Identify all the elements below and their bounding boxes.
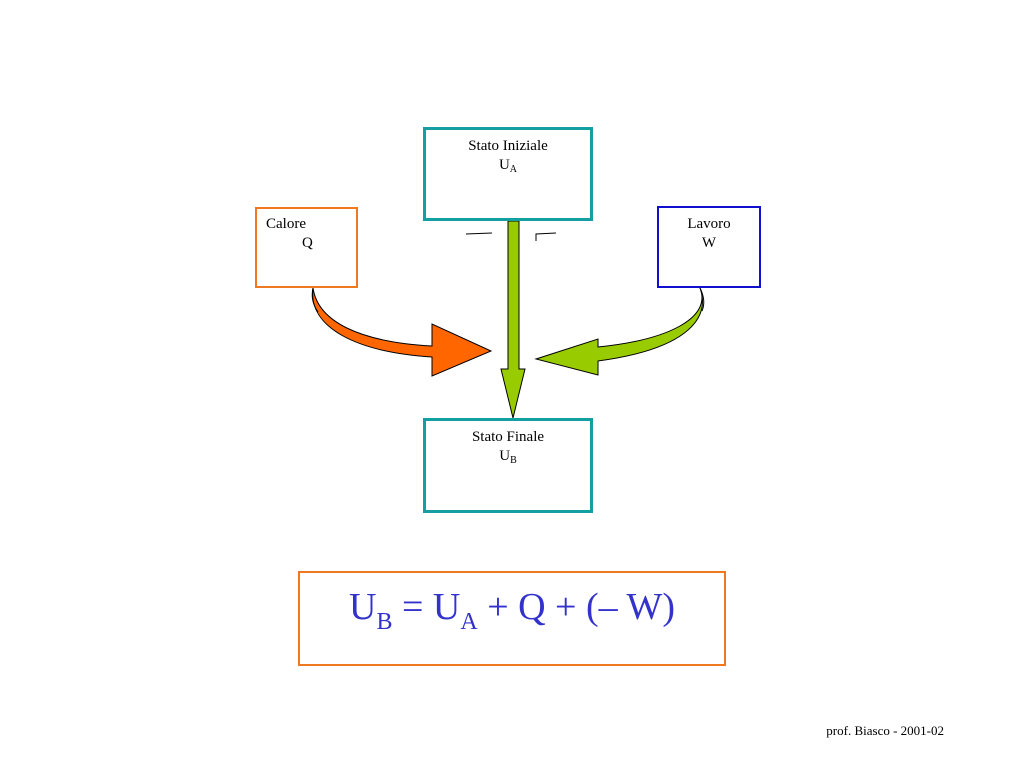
work-arrow [534,287,705,376]
final-state-symbol-letter: U [499,448,511,464]
initial-state-symbol-subscript: A [509,164,518,175]
initial-state-symbol: UA [426,156,590,175]
heat-box: Calore Q [255,207,358,288]
equation-equals-ua: = U [392,586,461,628]
work-label: Lavoro [687,216,731,232]
heat-label: Calore [266,216,306,232]
decorative-tick-left [465,232,493,235]
equation-rest: + Q + (– W) [477,586,675,628]
initial-state-label: Stato Iniziale [468,138,548,154]
footer-credit: prof. Biasco - 2001-02 [826,723,944,738]
final-state-box: Stato Finale UB [423,418,593,513]
decorative-tick-right [535,232,557,241]
final-state-symbol-subscript: B [510,455,517,466]
final-state-symbol: UB [426,447,590,466]
initial-state-symbol-letter: U [498,157,510,173]
equation-ub: U [349,586,377,628]
initial-state-box: Stato Iniziale UA [423,127,593,221]
final-state-label: Stato Finale [471,429,545,445]
heat-arrow [311,287,493,377]
heat-symbol: Q [302,235,313,251]
equation-ub-subscript: B [376,609,393,635]
work-symbol: W [701,235,717,251]
work-box: Lavoro W [657,206,761,288]
equation-ua-subscript: A [460,609,478,635]
equation-box: UB = UA + Q + (– W) [298,571,726,666]
state-change-arrow [500,220,526,419]
